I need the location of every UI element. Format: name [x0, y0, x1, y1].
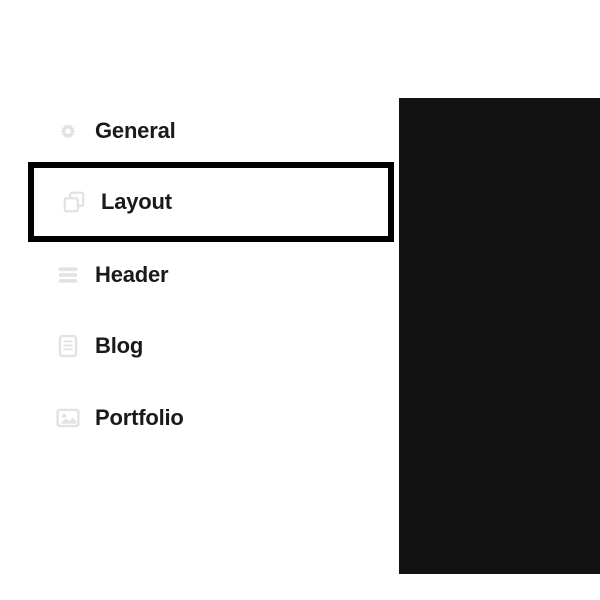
image-icon — [54, 404, 82, 432]
sidebar-item-label: Portfolio — [95, 405, 184, 430]
content-panel — [399, 98, 600, 574]
sidebar-item-general[interactable]: General — [0, 95, 399, 167]
sidebar-item-label: Blog — [95, 333, 144, 358]
sidebar-item-blog[interactable]: Blog — [0, 310, 399, 382]
sidebar-item-label: Header — [95, 262, 169, 287]
sidebar-item-portfolio[interactable]: Portfolio — [0, 382, 399, 454]
document-icon — [54, 332, 82, 360]
gear-icon — [54, 117, 82, 145]
menu-bars-icon — [54, 261, 82, 289]
sidebar-item-header[interactable]: Header — [0, 239, 399, 311]
settings-nav: General Layout Header — [0, 95, 399, 454]
layers-icon — [60, 188, 88, 216]
sidebar-item-layout[interactable]: Layout — [28, 162, 394, 242]
sidebar-item-label: General — [95, 118, 176, 143]
sidebar-item-label: Layout — [101, 189, 172, 214]
